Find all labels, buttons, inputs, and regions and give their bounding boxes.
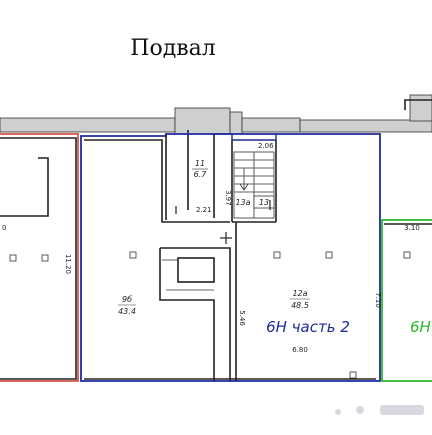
dim-2-06: 2.06 bbox=[258, 142, 274, 150]
outer-wall-top bbox=[0, 94, 432, 135]
room-13a-label: 13а bbox=[235, 198, 250, 207]
interior-walls bbox=[84, 130, 376, 381]
staircase bbox=[233, 151, 275, 219]
unit-label-green: 6Н bbox=[410, 318, 431, 336]
green-boundary bbox=[381, 219, 432, 382]
dim-6-80: 6.80 bbox=[292, 346, 308, 354]
red-boundary bbox=[0, 133, 79, 382]
unit-label-blue: 6Н часть 2 bbox=[266, 318, 350, 336]
dim-left-partial: 0 bbox=[2, 224, 6, 232]
blue-stair-outline bbox=[187, 130, 277, 141]
room-9-area: 43.4 bbox=[118, 307, 136, 316]
left-room bbox=[0, 133, 79, 382]
dim-3-97: 3.97 bbox=[224, 190, 232, 206]
plan-title: Подвал bbox=[130, 36, 215, 61]
dim-11-20: 11.20 bbox=[64, 254, 72, 274]
room-13-label: 13 bbox=[259, 198, 269, 207]
room-12-number: 12а bbox=[292, 289, 307, 298]
dim-5-46: 5.46 bbox=[238, 310, 246, 326]
columns bbox=[129, 251, 411, 379]
dim-2-21: 2.21 bbox=[196, 206, 212, 214]
room-12-area: 48.5 bbox=[291, 301, 309, 310]
dim-7-10: 7.10 bbox=[374, 292, 382, 308]
room-11-area: 6.7 bbox=[194, 170, 208, 179]
room-9-number: 9б bbox=[122, 295, 132, 304]
green-room bbox=[381, 219, 432, 382]
watermark-mark bbox=[335, 405, 424, 415]
door-marks bbox=[175, 200, 271, 244]
room-11-number: 11 bbox=[195, 159, 205, 168]
dim-3-10: 3.10 bbox=[404, 224, 420, 232]
